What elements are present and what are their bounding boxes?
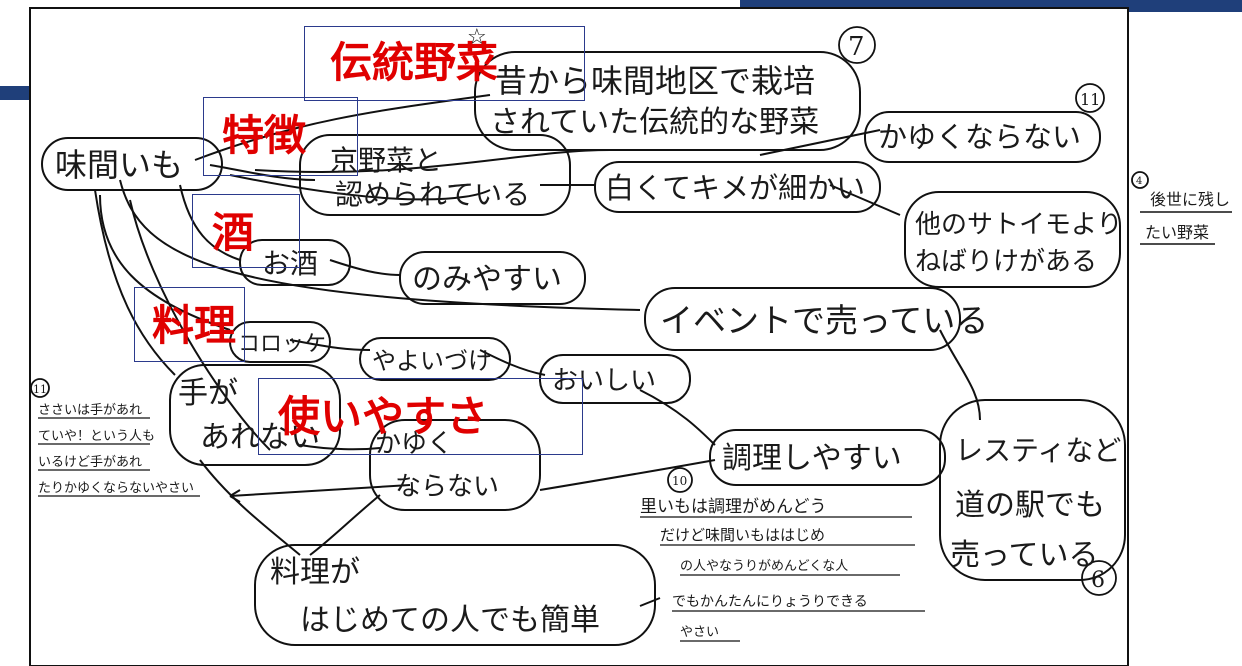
marker-6: 6: [1091, 568, 1105, 593]
node-event-outline: [644, 287, 961, 351]
note-bottom-line1: 里いもは調理がめんどう: [640, 497, 827, 517]
marker-7: 7: [848, 32, 865, 62]
node-recognized-line2: 認められている: [335, 178, 530, 211]
box-usability: [258, 378, 583, 455]
node-pickles: やよいづけ: [372, 347, 492, 375]
note-left-line3: いるけど手があれ: [38, 455, 142, 470]
star-mark: ☆: [467, 25, 487, 50]
node-sticky-outline: [904, 191, 1121, 288]
node-old-line1: 昔から味間地区で栽培: [495, 62, 815, 100]
node-not-itchy-top: かゆくならない: [878, 120, 1081, 154]
node-hands-line2: あれない: [200, 420, 320, 455]
node-old-outline: [474, 51, 861, 151]
markers: [30, 26, 1149, 596]
marker-11: 11: [1080, 90, 1100, 109]
node-recognized-line1: 京野菜と: [330, 144, 442, 177]
note-bottom-line3: の人やなうりがめんどくな人: [680, 559, 848, 574]
note-bottom-line5: やさい: [680, 625, 719, 640]
node-beginner-line1: 料理が: [270, 555, 360, 590]
node-white: 白くてキメが細かい: [605, 171, 865, 205]
box-sake: [192, 194, 300, 268]
note-left-line4: たりかゆくならないやさい: [38, 481, 194, 496]
box-cooking: [134, 287, 245, 362]
node-not-itchy-top-outline: [864, 111, 1101, 163]
node-sticky-line2: ねばりけがある: [915, 247, 1097, 277]
node-tasty: おいしい: [552, 366, 656, 396]
note-bottom-line2: だけど味間いもははじめ: [660, 526, 825, 544]
node-hands-outline: [169, 364, 341, 466]
note-future-line1: 後世に残し: [1150, 190, 1230, 209]
node-pickles-outline: [359, 337, 511, 381]
node-sake-outline: [239, 239, 351, 286]
node-not-itchy-line2: ならない: [395, 472, 499, 502]
node-center-outline: [41, 137, 223, 191]
node-not-itchy-outline: [369, 419, 541, 511]
node-event: イベントで売っている: [660, 301, 988, 340]
label-feature: 特徴: [222, 111, 307, 160]
marker-4: 4: [1136, 176, 1142, 187]
note-left-line2: ていや！という人も: [38, 429, 155, 444]
label-cooking: 料理: [152, 301, 237, 350]
node-croquette-outline: [229, 321, 331, 363]
label-sake: 酒: [212, 208, 255, 257]
marker-10: 10: [672, 474, 687, 488]
marker-11-left: 11: [33, 383, 47, 396]
node-outlines: [41, 51, 1126, 646]
node-easy-cook: 調理しやすい: [722, 441, 902, 476]
label-usability: 使いやすさ: [278, 392, 489, 441]
node-restaurant-line3: 売っている: [950, 538, 1099, 573]
label-traditional: 伝統野菜: [330, 38, 499, 87]
node-restaurant-line2: 道の駅でも: [955, 488, 1105, 523]
note-left-line1: ささいは手があれ: [38, 403, 142, 418]
node-old-line2: されていた伝統的な野菜: [490, 105, 819, 140]
node-hands-line1: 手が: [178, 376, 238, 411]
node-tasty-outline: [539, 354, 691, 404]
box-feature: [203, 97, 358, 176]
note-future-line2: たい野菜: [1145, 223, 1209, 242]
node-restaurant-outline: [939, 399, 1126, 581]
node-beginner-line2: はじめての人でも簡単: [300, 603, 600, 638]
node-beginner-outline: [254, 544, 656, 646]
node-sticky-line1: 他のサトイモより: [915, 210, 1122, 240]
node-drink-outline: [399, 251, 586, 305]
node-white-outline: [594, 161, 881, 213]
node-center: 味間いも: [55, 146, 183, 184]
node-sake: お酒: [262, 247, 318, 280]
node-restaurant-line1: レスティなど: [955, 434, 1121, 467]
node-drink: のみやすい: [412, 262, 562, 297]
note-bottom-line4: でもかんたんにりょうりできる: [672, 594, 868, 610]
box-traditional: [304, 26, 585, 101]
node-easy-outline: [709, 429, 946, 486]
node-croquette: コロッケ: [238, 332, 326, 357]
